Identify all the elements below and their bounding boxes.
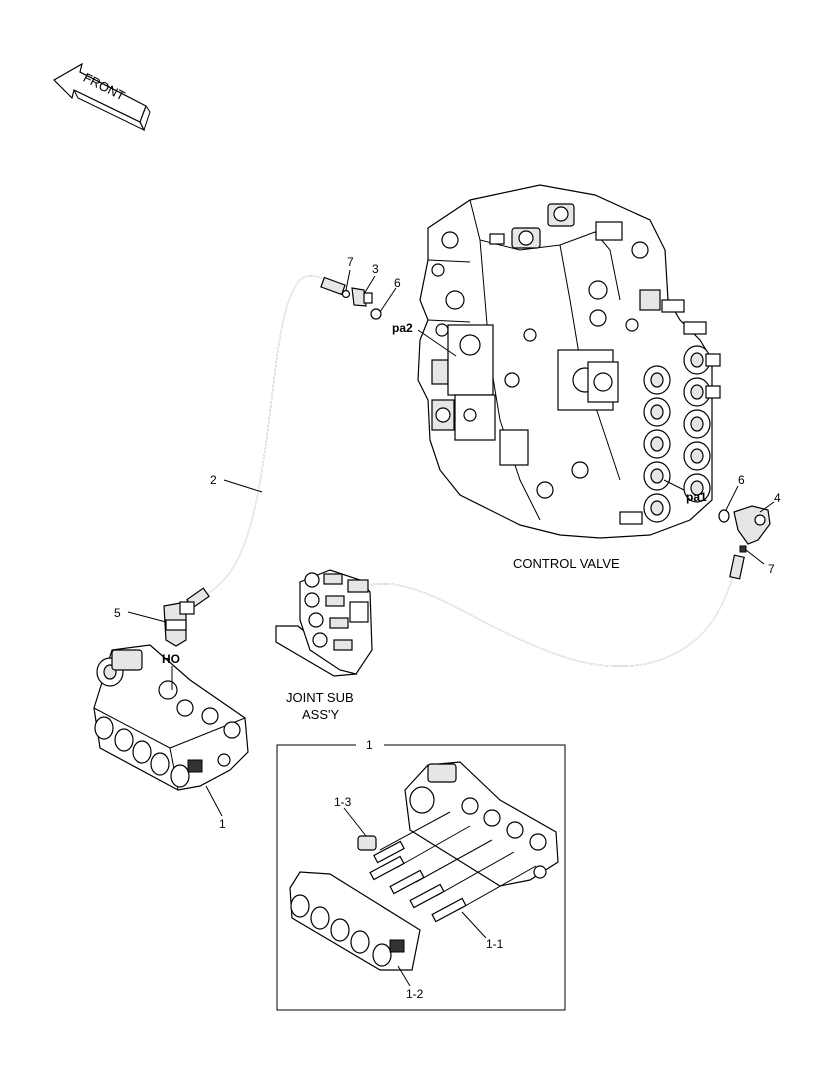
callout-1-2: 1-2 — [406, 987, 424, 1001]
callout-1-main: 1 — [219, 817, 226, 831]
hose-pa1 — [369, 554, 745, 667]
callout-6-top: 6 — [394, 276, 401, 290]
spool-stack — [619, 345, 721, 525]
joint-sub-assy — [275, 569, 373, 677]
callout-1-1: 1-1 — [486, 937, 504, 951]
control-valve — [417, 184, 721, 539]
port-ho: HO — [162, 652, 180, 666]
control-valve-label: CONTROL VALVE — [513, 556, 620, 571]
port-pa2: pa2 — [392, 321, 413, 335]
callout-1-3: 1-3 — [334, 795, 352, 809]
callout-7-top: 7 — [347, 255, 354, 269]
joint-sub-label-line1: JOINT SUB — [286, 690, 354, 705]
block-assembly-1 — [93, 644, 249, 791]
detail-box — [276, 737, 566, 1011]
cartridges — [357, 811, 537, 923]
joint-sub-label-line2: ASS'Y — [302, 707, 339, 722]
callout-2: 2 — [210, 473, 217, 487]
callout-5: 5 — [114, 606, 121, 620]
callout-6-right: 6 — [738, 473, 745, 487]
detail-title: 1 — [366, 738, 373, 752]
leader-lines — [127, 269, 775, 987]
callout-7-right: 7 — [768, 562, 775, 576]
pa2-fittings — [341, 287, 382, 320]
port-pa1: pa1 — [686, 490, 707, 504]
front-arrow: FRONT — [53, 62, 151, 132]
pa1-fittings — [718, 505, 771, 553]
callout-3: 3 — [372, 262, 379, 276]
fitting-5 — [163, 601, 195, 647]
hose-2 — [186, 275, 346, 609]
callout-4: 4 — [774, 491, 781, 505]
